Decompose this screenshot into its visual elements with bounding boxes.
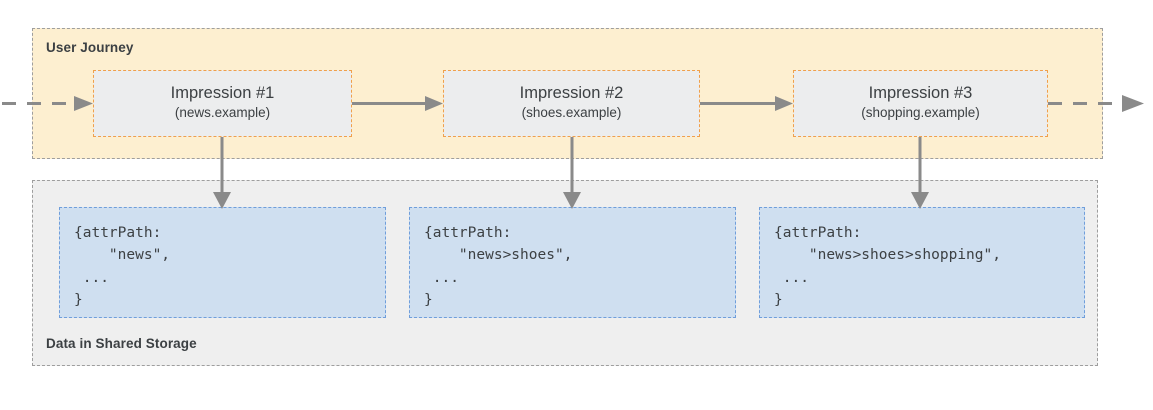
shared-storage-code-3: {attrPath: "news>shoes>shopping", ... } — [774, 225, 1001, 309]
shared-storage-box-1[interactable]: {attrPath: "news", ... } — [59, 207, 386, 318]
impression-subtitle-2: (shoes.example) — [521, 105, 622, 121]
user-journey-label: User Journey — [46, 40, 134, 55]
impression-subtitle-3: (shopping.example) — [861, 105, 980, 121]
impression-box-3[interactable]: Impression #3 (shopping.example) — [793, 70, 1048, 137]
impression-title-1: Impression #1 — [170, 84, 275, 103]
shared-storage-label: Data in Shared Storage — [46, 336, 197, 351]
shared-storage-code-2: {attrPath: "news>shoes", ... } — [424, 225, 573, 309]
shared-storage-box-3[interactable]: {attrPath: "news>shoes>shopping", ... } — [759, 207, 1085, 318]
impression-title-2: Impression #2 — [519, 84, 624, 103]
impression-title-3: Impression #3 — [868, 84, 973, 103]
impression-box-1[interactable]: Impression #1 (news.example) — [93, 70, 352, 137]
shared-storage-code-1: {attrPath: "news", ... } — [74, 225, 171, 309]
impression-box-2[interactable]: Impression #2 (shoes.example) — [443, 70, 700, 137]
impression-subtitle-1: (news.example) — [174, 105, 271, 121]
shared-storage-box-2[interactable]: {attrPath: "news>shoes", ... } — [409, 207, 736, 318]
